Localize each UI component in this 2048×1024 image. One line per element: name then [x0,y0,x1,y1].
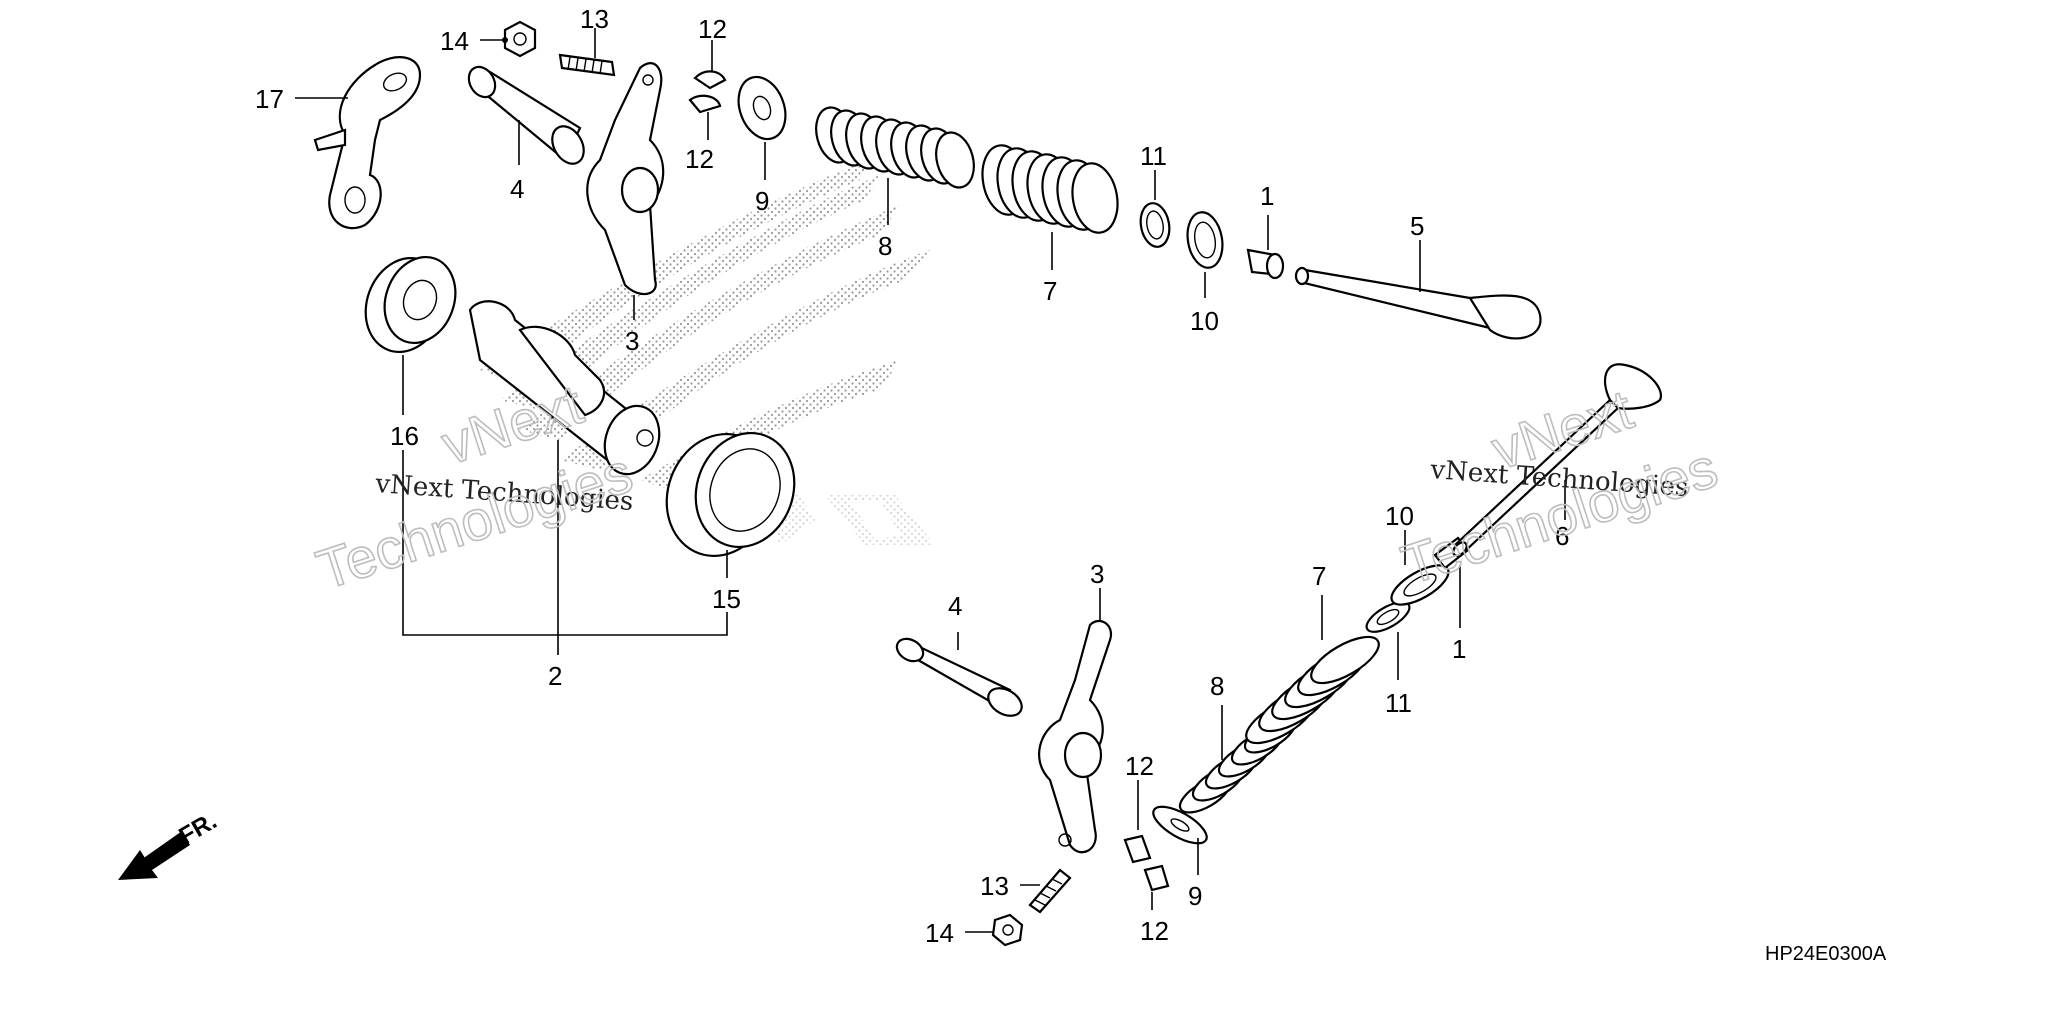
callout-5: 5 [1410,211,1424,241]
inner-valve-spring-8-top [815,106,975,189]
nut-14-bottom [991,913,1024,947]
spring-retainer-9-top [737,75,787,141]
rocker-arm-3-bottom [1038,619,1113,854]
callout-8-top: 8 [878,231,892,261]
callout-14-top: 14 [440,26,469,56]
outer-valve-spring-7-top [981,144,1119,234]
bracket-17 [313,56,422,230]
callout-17: 17 [255,84,284,114]
callout-3-top: 3 [625,326,639,356]
bracket-line-16-15 [402,450,728,636]
rocker-shaft-4-top [467,65,585,165]
callout-11-bottom: 11 [1385,688,1412,718]
callout-14-bottom: 14 [925,918,954,948]
callout-12-bottom-a: 12 [1125,751,1154,781]
callout-7-top: 7 [1043,276,1057,306]
exhaust-valve-5 [1294,266,1542,340]
callout-10-top: 10 [1190,306,1219,336]
callout-7-bottom: 7 [1312,561,1326,591]
adjusting-screw-13-bottom [1028,868,1072,914]
callout-9-top: 9 [755,186,769,216]
diagram-code: HP24E0300A [1765,943,1887,965]
watermark-right: vNext Technologies vNext Technologies [1393,376,1725,597]
callout-3-bottom: 3 [1090,559,1104,589]
callout-10-bottom: 10 [1385,501,1414,531]
callout-12-top-b: 12 [685,144,714,174]
outer-valve-spring-7-bottom [1245,635,1380,745]
stem-seal-10-top [1186,211,1224,269]
callout-9-bottom: 9 [1188,881,1202,911]
valve-guide-1-top [1246,248,1285,280]
valve-cotter-12-bottom [1123,834,1170,892]
bearing-16 [364,255,457,354]
stem-seal-10-bottom [1390,564,1450,606]
callout-4-top: 4 [510,174,524,204]
valve-cotter-12-top [688,70,727,114]
spring-seat-11-top [1139,202,1171,248]
callout-6: 6 [1555,521,1569,551]
callout-13-bottom: 13 [980,871,1009,901]
callout-4-bottom: 4 [948,591,962,621]
callout-1-top: 1 [1260,181,1274,211]
callout-2: 2 [548,661,562,691]
spring-seat-11-bottom [1365,601,1411,633]
bearing-15 [665,431,796,558]
front-direction-arrow-icon [118,831,190,880]
callout-8-bottom: 8 [1210,671,1224,701]
adjusting-screw-13-top [558,53,616,77]
rocker-shaft-4-bottom [895,637,1023,717]
nut-14-top [503,20,537,58]
callout-12-bottom-b: 12 [1140,916,1169,946]
spring-retainer-9-bottom [1152,805,1208,845]
callout-12-top-a: 12 [698,14,727,44]
rocker-arm-3-top [586,62,665,296]
camshaft-2 [468,300,661,476]
callout-16: 16 [390,421,419,451]
callout-1-bottom: 1 [1452,634,1466,664]
intake-valve-6 [1452,363,1663,557]
callout-11-top: 11 [1140,141,1167,171]
callout-13-top: 13 [580,4,609,34]
callout-15: 15 [712,584,741,614]
